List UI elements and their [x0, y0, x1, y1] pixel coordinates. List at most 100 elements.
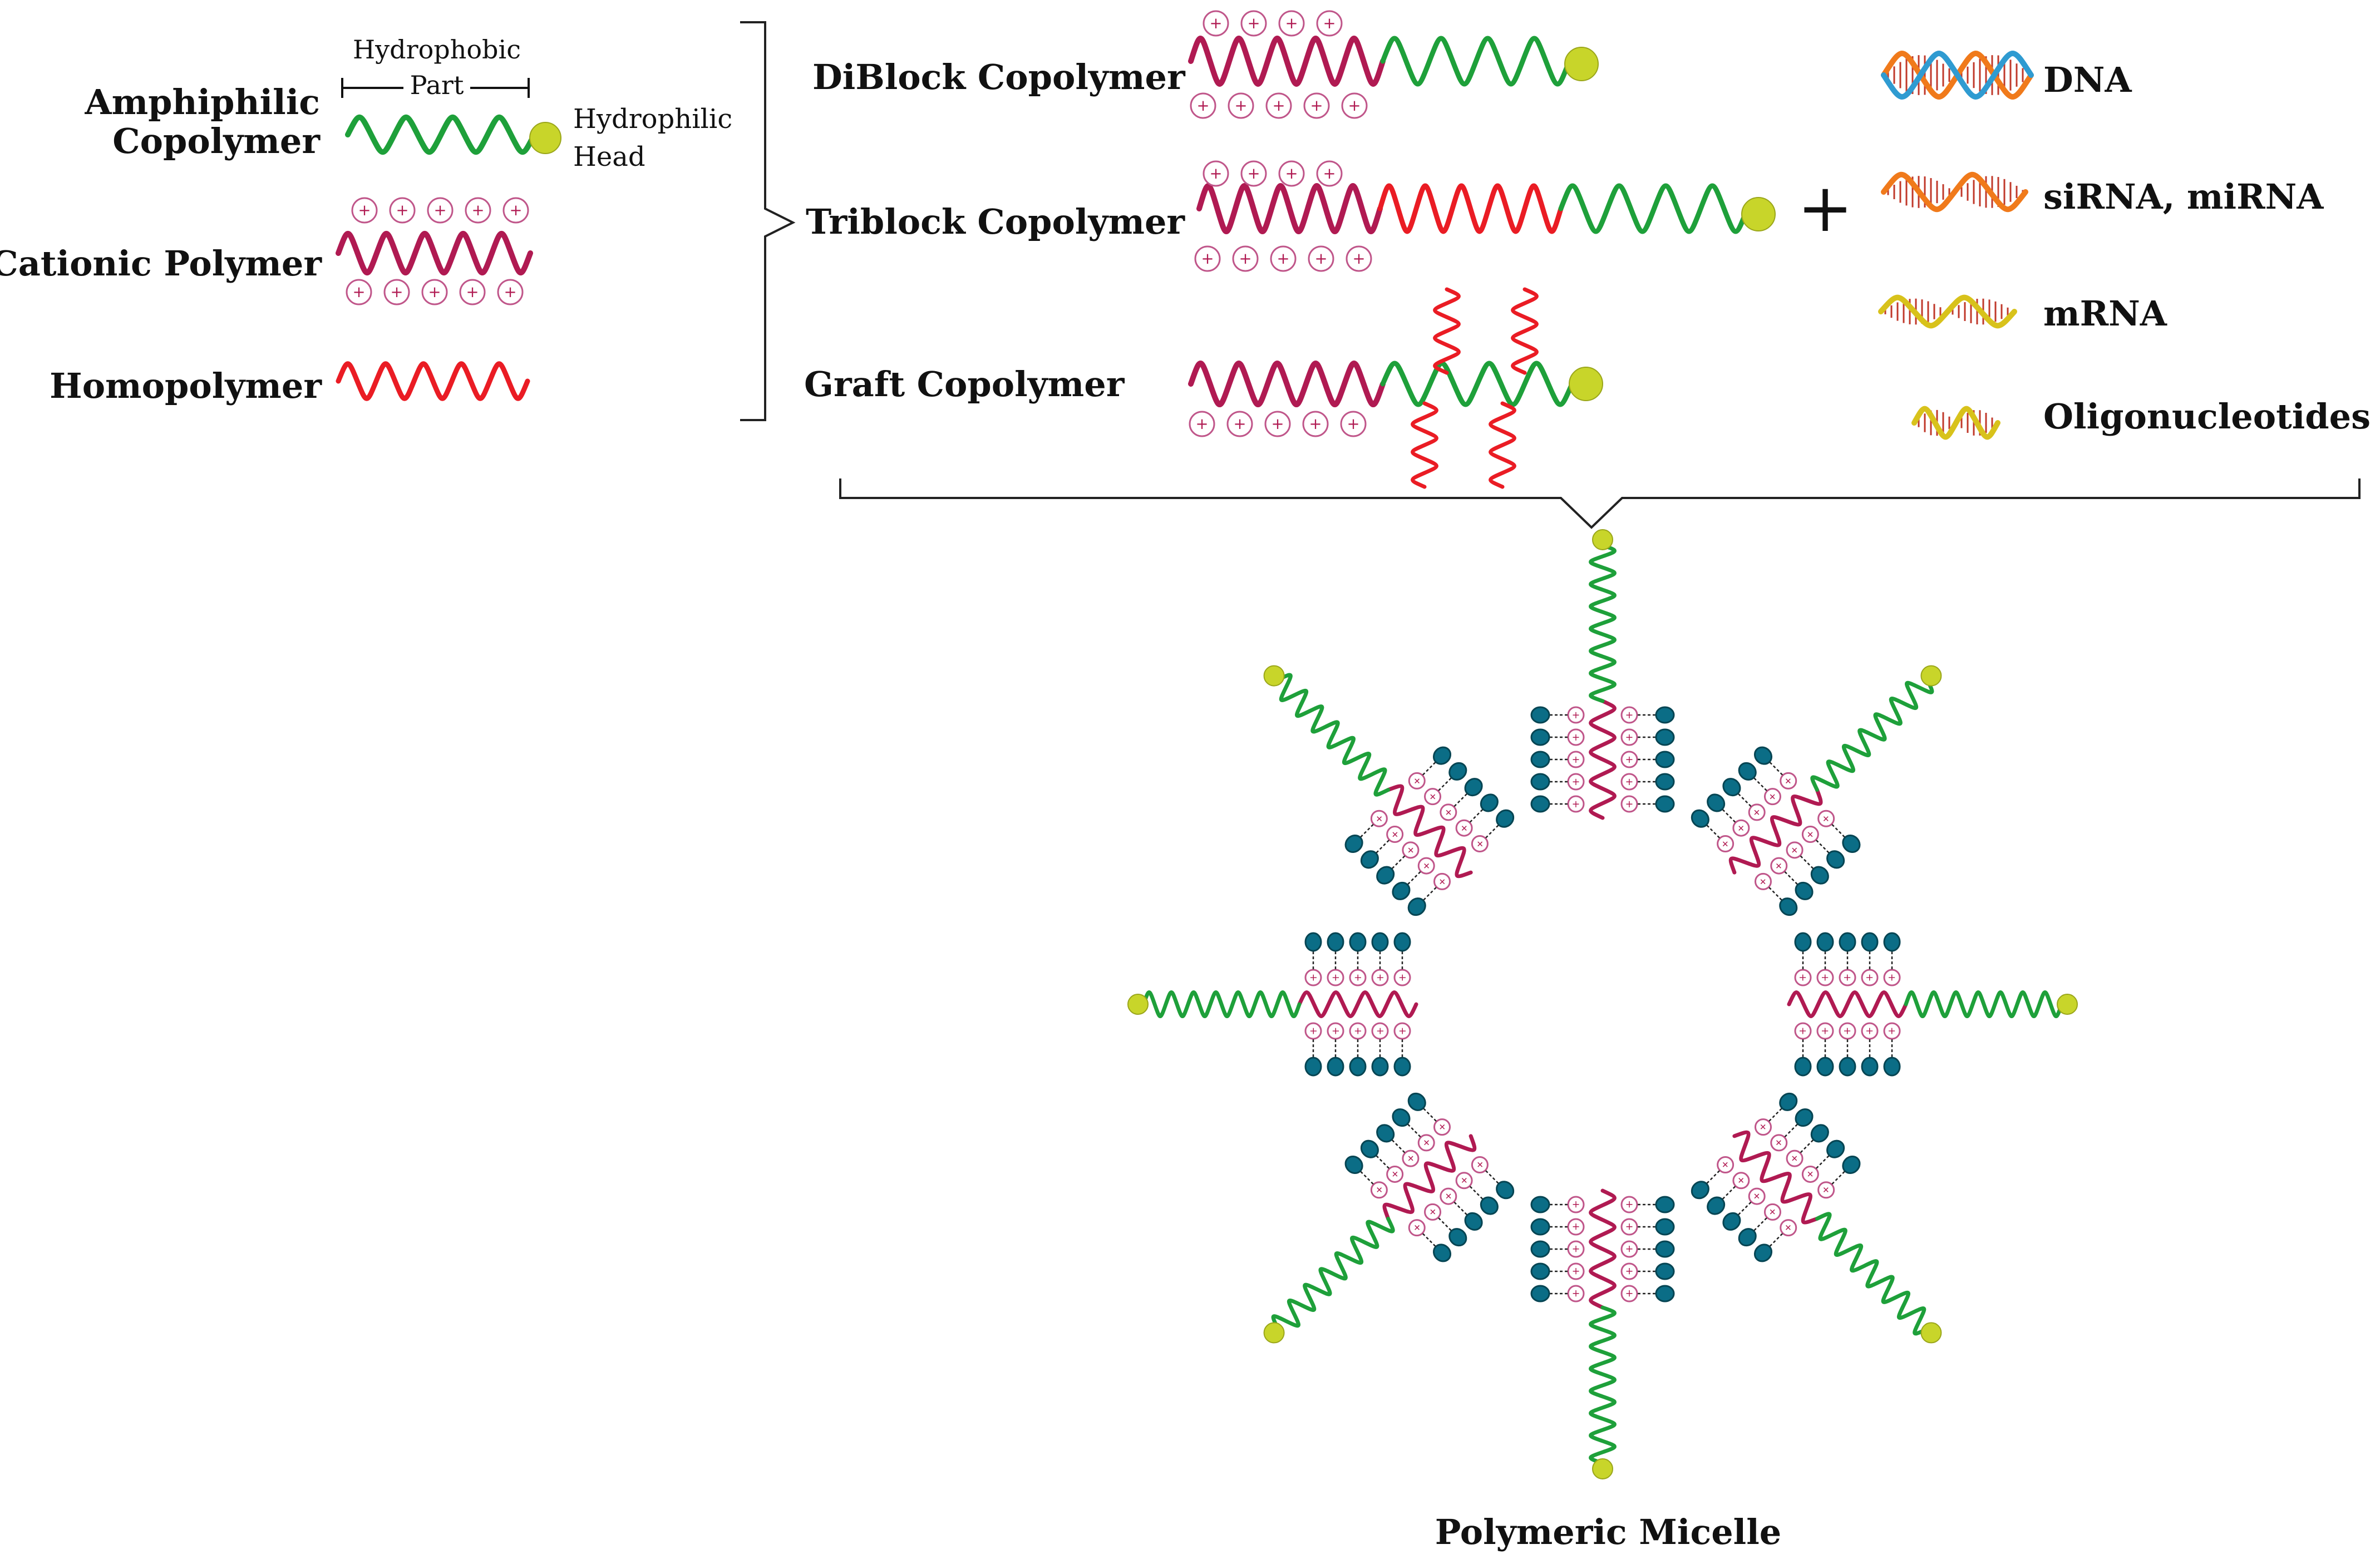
- hydrophobic-block: [1810, 678, 1934, 792]
- positive-charge-icon: [1471, 835, 1489, 853]
- nucleic-acid-bead: [1655, 1218, 1675, 1236]
- electrostatic-link: [1453, 1201, 1467, 1216]
- positive-charge-icon: [1349, 969, 1367, 986]
- positive-charge-icon: [383, 279, 410, 305]
- electrostatic-link: [1469, 809, 1484, 823]
- positive-charge-icon: [1780, 772, 1797, 790]
- positive-charge-icon: [351, 197, 378, 224]
- positive-charge-icon: [1316, 160, 1343, 187]
- nucleic-acid-bead: [1779, 897, 1798, 916]
- charge-symbol: +: [1819, 1027, 1830, 1035]
- positive-charge-icon: [1346, 245, 1372, 272]
- charge-symbol: +: [1314, 250, 1327, 268]
- nucleic-acid-bead: [1530, 751, 1550, 768]
- electrostatic-link: [1722, 809, 1736, 823]
- positive-charge-icon: [1794, 969, 1812, 986]
- positive-charge-icon: [1278, 10, 1305, 37]
- cationic-block: [1589, 1188, 1617, 1310]
- positive-charge-icon: [1303, 92, 1330, 119]
- micelle-unit: ++++++++++: [1127, 932, 1418, 1077]
- positive-charge-icon: [1567, 751, 1585, 768]
- charge-symbol: +: [509, 201, 522, 219]
- hydrophilic-head: [1592, 1458, 1613, 1479]
- hydrophobic-part-bracket: [341, 78, 530, 98]
- hydrophobic-block: [1271, 1216, 1395, 1331]
- positive-charge-icon: [1393, 1022, 1411, 1040]
- positive-charge-icon: [502, 197, 529, 224]
- charge-symbol: +: [1625, 1265, 1634, 1276]
- charge-symbol: +: [1625, 1243, 1634, 1254]
- electrostatic-link: [1391, 1139, 1406, 1153]
- positive-charge-icon: [1839, 969, 1856, 986]
- positive-charge-icon: [1340, 411, 1367, 437]
- charge-symbol: +: [1625, 754, 1634, 766]
- cationic-block: [1188, 361, 1386, 407]
- positive-charge-icon: [427, 197, 454, 224]
- positive-charge-icon: [1189, 411, 1215, 437]
- positive-charge-icon: [1270, 245, 1297, 272]
- charge-symbol: +: [433, 201, 446, 219]
- positive-charge-icon: [1717, 1156, 1735, 1173]
- positive-charge-icon: [1264, 411, 1291, 437]
- hydrophilic-head: [1920, 665, 1942, 687]
- positive-charge-icon: [1370, 810, 1388, 827]
- charge-symbol: +: [504, 283, 516, 301]
- positive-charge-icon: [1732, 819, 1750, 837]
- electrostatic-link: [1722, 1186, 1736, 1200]
- charge-symbol: +: [1353, 974, 1364, 982]
- positive-charge-icon: [1408, 772, 1426, 790]
- charge-symbol: +: [1572, 754, 1580, 766]
- nucleic-acid-bead: [1655, 751, 1675, 768]
- hydrophilic-head: [529, 122, 561, 154]
- cationic-block: [1188, 36, 1386, 87]
- electrostatic-link: [1800, 1139, 1814, 1153]
- positive-charge-icon: [1402, 1149, 1420, 1167]
- strand-b: [1881, 51, 2034, 100]
- charge-symbol: +: [1397, 1027, 1408, 1035]
- positive-charge-icon: [421, 279, 448, 305]
- charge-symbol: +: [352, 283, 365, 301]
- nucleic-acid-bead: [1393, 1057, 1411, 1077]
- homopolymer-label: Homopolymer: [50, 366, 322, 406]
- assembly-bracket: [839, 478, 2361, 529]
- nucleic-acid-bead: [1392, 881, 1411, 900]
- electrostatic-link: [1423, 1108, 1437, 1122]
- positive-charge-icon: [459, 279, 486, 305]
- positive-charge-icon: [1417, 1134, 1435, 1152]
- homopolymer-chain: [336, 361, 530, 401]
- cationic-polymer-label: Cationic Polymer: [0, 243, 322, 284]
- positive-charge-icon: [1417, 857, 1435, 875]
- hydrophilic-head: [1127, 994, 1149, 1015]
- nucleic-acid-bead: [1655, 728, 1675, 746]
- electrostatic-link: [1485, 1170, 1499, 1184]
- positive-charge-icon: [1620, 728, 1638, 746]
- positive-charge-icon: [1620, 706, 1638, 724]
- charge-symbol: +: [471, 201, 484, 219]
- micelle-unit: ++++++++++: [1691, 665, 1942, 916]
- nucleic-acid-label-oligonucleotides: Oligonucleotides: [2043, 396, 2371, 437]
- nucleic-acid-bead: [1464, 778, 1483, 797]
- positive-charge-icon: [389, 197, 416, 224]
- positive-charge-icon: [1433, 872, 1451, 890]
- hydrophobic-block: [1558, 183, 1750, 234]
- electrostatic-link: [1768, 887, 1782, 901]
- positive-charge-icon: [1620, 1196, 1638, 1213]
- positive-charge-icon: [1567, 1285, 1585, 1302]
- charge-symbol: +: [1864, 974, 1875, 982]
- micelle-unit: ++++++++++: [1263, 1092, 1515, 1344]
- charge-symbol: +: [1375, 974, 1386, 982]
- electrostatic-link: [1738, 793, 1752, 807]
- positive-charge-icon: [1567, 728, 1585, 746]
- positive-charge-icon: [1433, 1118, 1451, 1136]
- positive-charge-icon: [1371, 1022, 1389, 1040]
- positive-charge-icon: [1786, 1149, 1804, 1167]
- electrostatic-link: [1769, 762, 1783, 776]
- nucleic-acid-bead: [1496, 1181, 1515, 1200]
- strand-a: [1881, 172, 2028, 212]
- triblock-copolymer-label: Triblock Copolymer: [806, 201, 1185, 242]
- electrostatic-link: [1360, 1171, 1374, 1185]
- electrostatic-link: [1768, 1108, 1782, 1122]
- charge-symbol: +: [1239, 250, 1251, 268]
